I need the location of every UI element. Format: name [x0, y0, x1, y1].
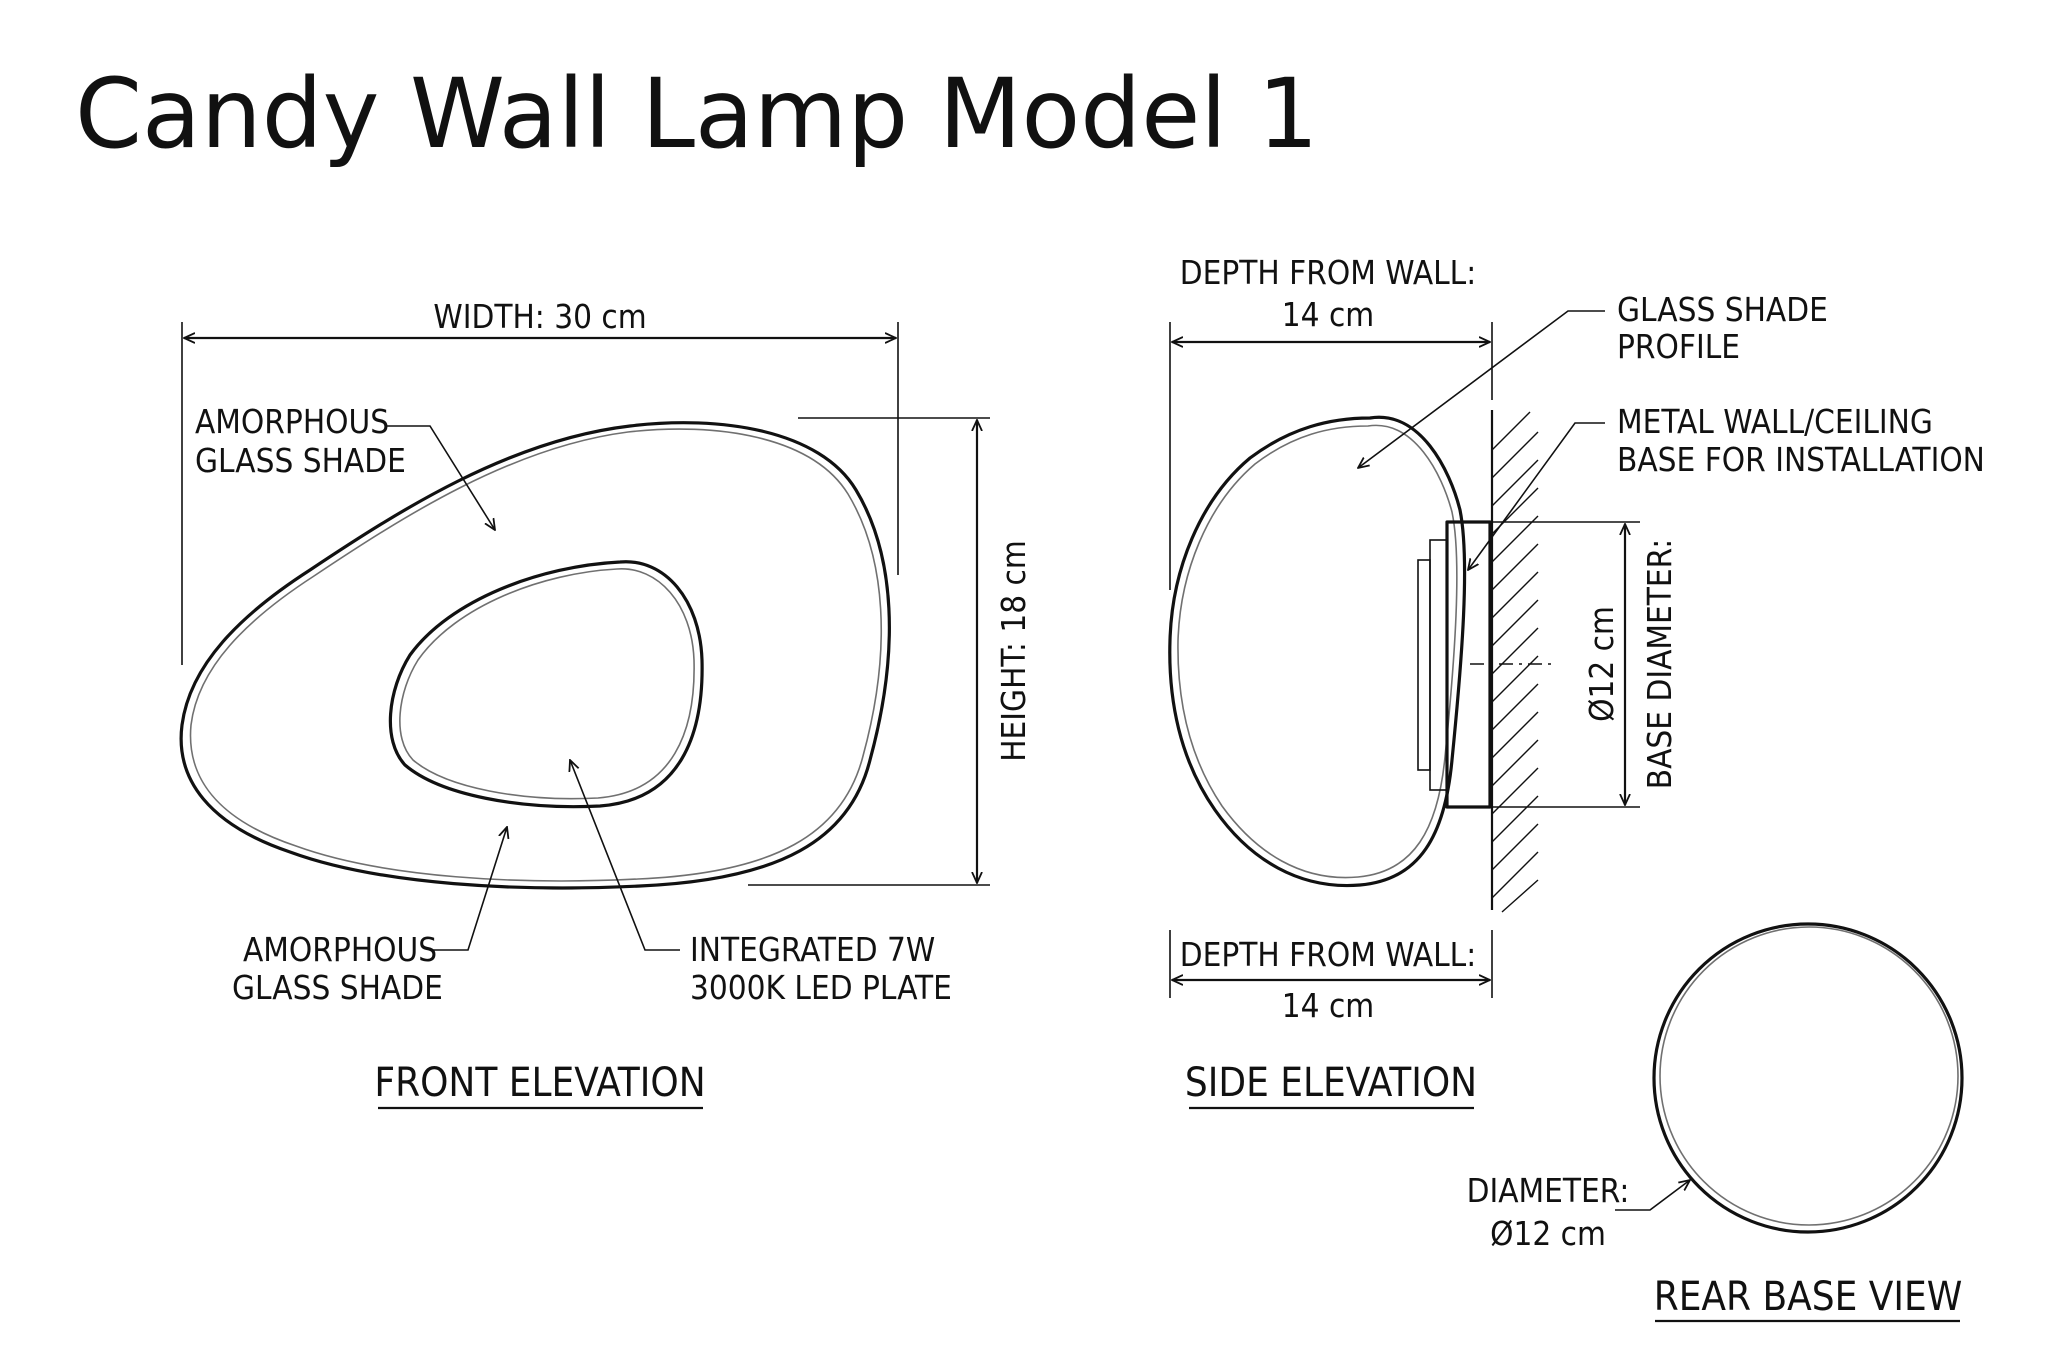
side-elevation-caption: SIDE ELEVATION	[1185, 1060, 1477, 1106]
profile-leader	[1358, 310, 1605, 468]
shade-top-callout-line2: GLASS SHADE	[195, 441, 406, 480]
depth-bottom-line1: DEPTH FROM WALL:	[1180, 935, 1476, 974]
front-glass-shade-outline	[179, 421, 891, 890]
depth-top-line1: DEPTH FROM WALL:	[1180, 253, 1476, 292]
base-callout-line2: BASE FOR INSTALLATION	[1617, 440, 1985, 479]
front-elevation-caption: FRONT ELEVATION	[374, 1060, 705, 1106]
shade-bottom-callout-line2: GLASS SHADE	[232, 968, 443, 1007]
rear-diameter-leader	[1615, 1180, 1690, 1211]
shade-bottom-callout-line1: AMORPHOUS	[243, 930, 437, 969]
profile-callout-line1: GLASS SHADE	[1617, 290, 1828, 329]
width-label: WIDTH: 30 cm	[433, 297, 646, 336]
front-glass-shade-inner-edge	[189, 428, 883, 882]
shade-top-callout-line1: AMORPHOUS	[195, 402, 389, 441]
led-leader	[570, 760, 680, 951]
drawing-title: Candy Wall Lamp Model 1	[75, 58, 1319, 170]
side-glass-shade-outline	[1168, 415, 1467, 888]
side-elevation: DEPTH FROM WALL: 14 cm	[1168, 253, 1985, 1110]
base-diameter-value: Ø12 cm	[1582, 606, 1621, 722]
led-callout-line1: INTEGRATED 7W	[690, 930, 935, 969]
shade-top-leader	[387, 425, 495, 530]
rear-base-circle	[1652, 922, 1964, 1234]
base-leader	[1468, 422, 1605, 570]
profile-callout-line2: PROFILE	[1617, 327, 1740, 366]
rear-diameter-line1: DIAMETER:	[1467, 1171, 1630, 1210]
base-diameter-label: BASE DIAMETER:	[1640, 539, 1679, 790]
depth-bottom-line2: 14 cm	[1282, 986, 1374, 1025]
led-callout-line2: 3000K LED PLATE	[690, 968, 952, 1007]
shade-bottom-leader	[430, 827, 507, 951]
wall-hatching	[1491, 411, 1539, 913]
depth-top-line2: 14 cm	[1282, 295, 1374, 334]
led-plate-outline	[388, 560, 704, 809]
side-glass-shade-inner-edge	[1177, 424, 1458, 879]
rear-base-view: DIAMETER: Ø12 cm REAR BASE VIEW	[1467, 922, 1964, 1323]
rear-base-view-caption: REAR BASE VIEW	[1654, 1274, 1963, 1320]
rear-base-circle-inner	[1659, 926, 1959, 1226]
base-callout-line1: METAL WALL/CEILING	[1617, 402, 1933, 441]
front-elevation: WIDTH: 30 cm HEIGHT: 18 cm AMORPHOUS GLA…	[179, 297, 1033, 1110]
led-plate-profile	[1417, 559, 1431, 771]
height-label: HEIGHT: 18 cm	[994, 540, 1033, 762]
rear-diameter-line2: Ø12 cm	[1490, 1214, 1606, 1253]
base-mounting-ring	[1429, 539, 1448, 791]
led-plate-inner-edge	[399, 568, 695, 800]
